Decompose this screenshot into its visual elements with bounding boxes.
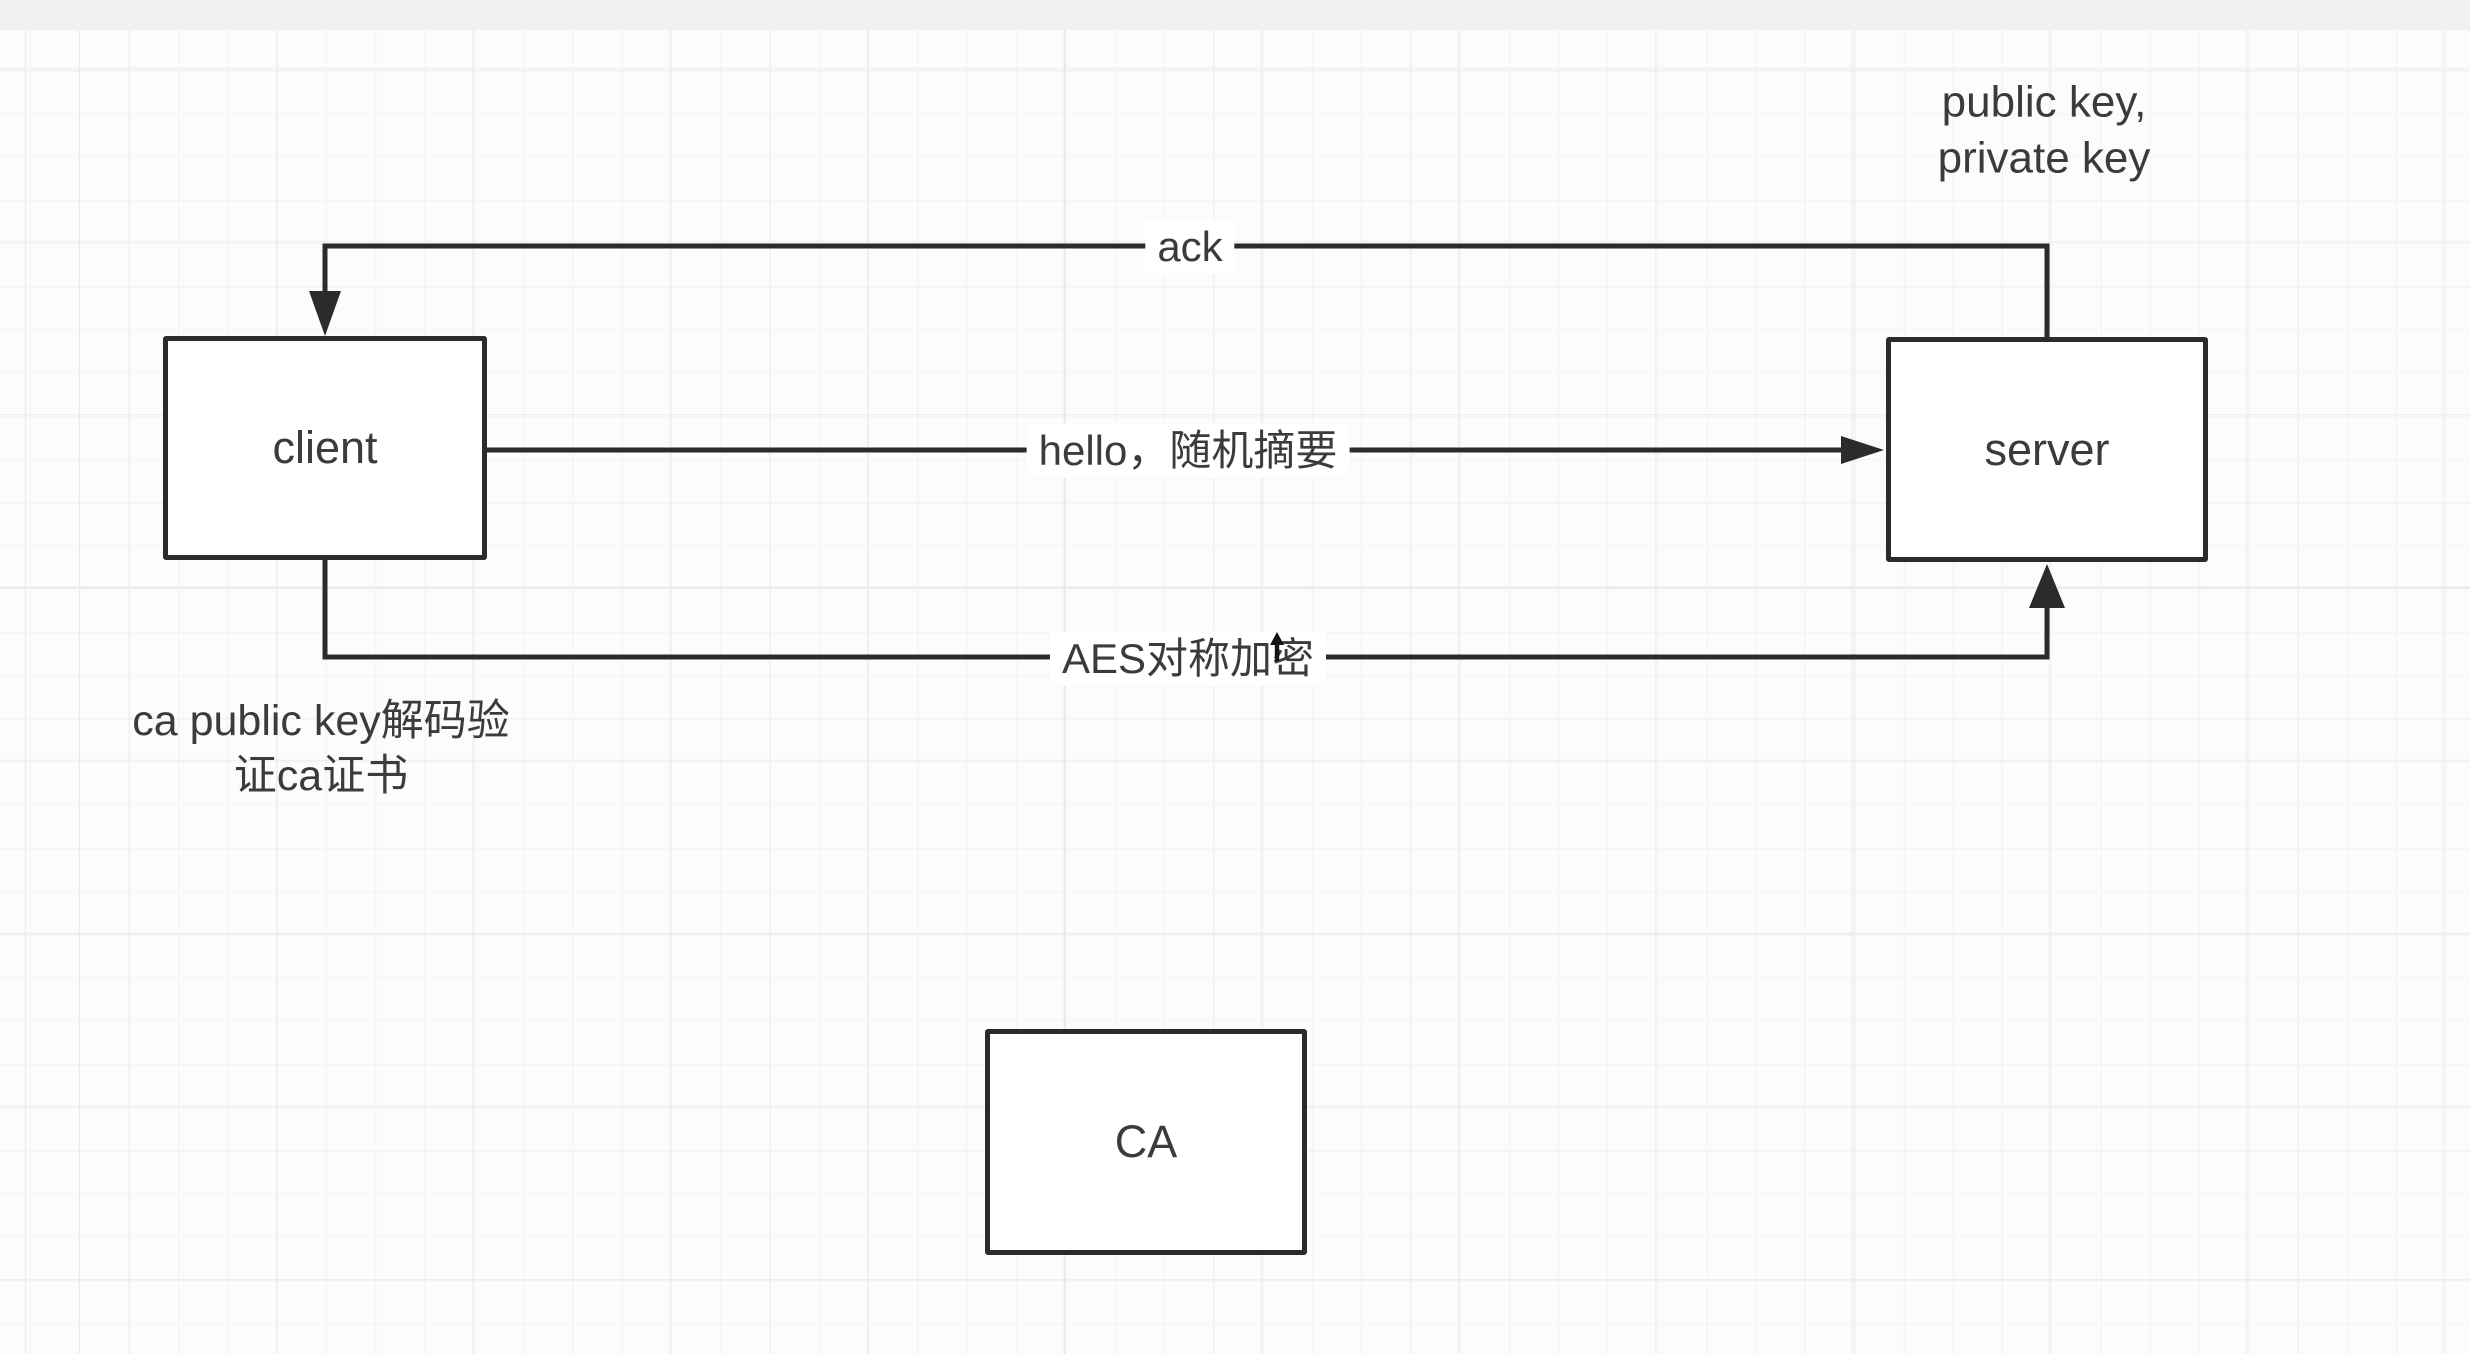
arrowhead-up-icon [2029, 564, 2065, 608]
edge-label-ack[interactable]: ack [1145, 219, 1235, 275]
annotation-server-keys: public key, private key [1938, 75, 2151, 188]
node-client[interactable]: client [163, 336, 487, 560]
mouse-cursor-icon [1270, 632, 1284, 661]
annotation-line: public key, [1941, 77, 2147, 127]
arrowhead-down-icon [309, 291, 341, 336]
arrowhead-right-icon [1841, 436, 1884, 464]
node-server-label: server [1984, 423, 2110, 475]
annotation-line: private key [1937, 134, 2151, 183]
node-ca[interactable]: CA [985, 1029, 1307, 1255]
top-bar [0, 0, 2470, 30]
node-server[interactable]: server [1886, 337, 2208, 562]
annotation-client-ca-note: ca public key解码验 证ca证书 [132, 694, 510, 804]
edge-label-hello[interactable]: hello，随机摘要 [1026, 423, 1350, 479]
node-client-label: client [272, 422, 378, 473]
annotation-line: 证ca证书 [233, 752, 409, 800]
annotation-line: ca public key解码验 [132, 696, 510, 745]
node-ca-label: CA [1114, 1116, 1178, 1167]
